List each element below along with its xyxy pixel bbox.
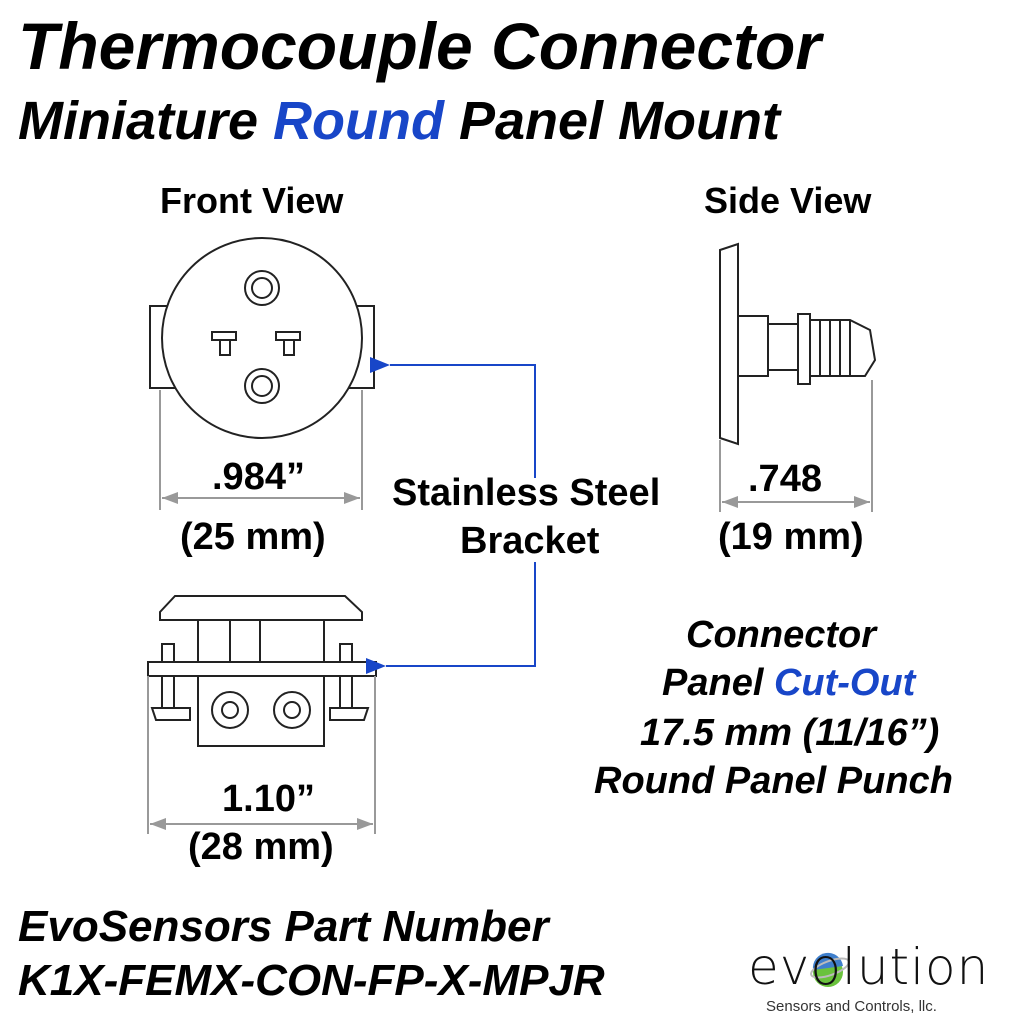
side-dim-inches: .748 — [748, 458, 822, 500]
cutout-line1: Connector — [686, 614, 876, 656]
part-number-label: EvoSensors Part Number — [18, 902, 549, 951]
title: Thermocouple Connector — [18, 9, 822, 83]
bottom-view-drawing — [147, 595, 377, 747]
logo-name: evolution — [748, 938, 990, 996]
subtitle-highlight: Round — [273, 91, 444, 151]
front-view-label: Front View — [160, 180, 344, 221]
subtitle-pre: Miniature — [18, 91, 274, 151]
subtitle: Miniature Round Panel Mount — [18, 90, 780, 152]
bracket-leader-lines — [366, 357, 536, 674]
subtitle-post: Panel Mount — [443, 91, 780, 151]
front-dim-mm: (25 mm) — [180, 516, 326, 558]
side-dim-mm: (19 mm) — [718, 516, 864, 558]
bracket-label-line2: Bracket — [460, 520, 600, 562]
front-view-drawing — [149, 237, 375, 439]
side-view-label: Side View — [704, 180, 872, 221]
cutout-highlight: Cut-Out — [773, 662, 916, 704]
part-number: K1X-FEMX-CON-FP-X-MPJR — [18, 956, 605, 1005]
cutout-line2: Panel Cut-Out — [662, 662, 915, 705]
cutout-line4: Round Panel Punch — [594, 760, 953, 802]
bottom-dim-inches: 1.10” — [222, 778, 315, 820]
bottom-dim-mm: (28 mm) — [188, 826, 334, 868]
company-logo: evolution Sensors and Controls, llc. — [748, 938, 990, 1015]
front-dim-inches: .984” — [212, 456, 305, 498]
logo-tagline: Sensors and Controls, llc. — [766, 998, 937, 1015]
cutout-line2-pre: Panel — [662, 662, 774, 704]
bracket-label-line1: Stainless Steel — [392, 472, 661, 514]
cutout-line3: 17.5 mm (11/16”) — [640, 712, 940, 754]
logo-globe-icon — [810, 952, 850, 987]
side-view-drawing — [719, 242, 877, 446]
